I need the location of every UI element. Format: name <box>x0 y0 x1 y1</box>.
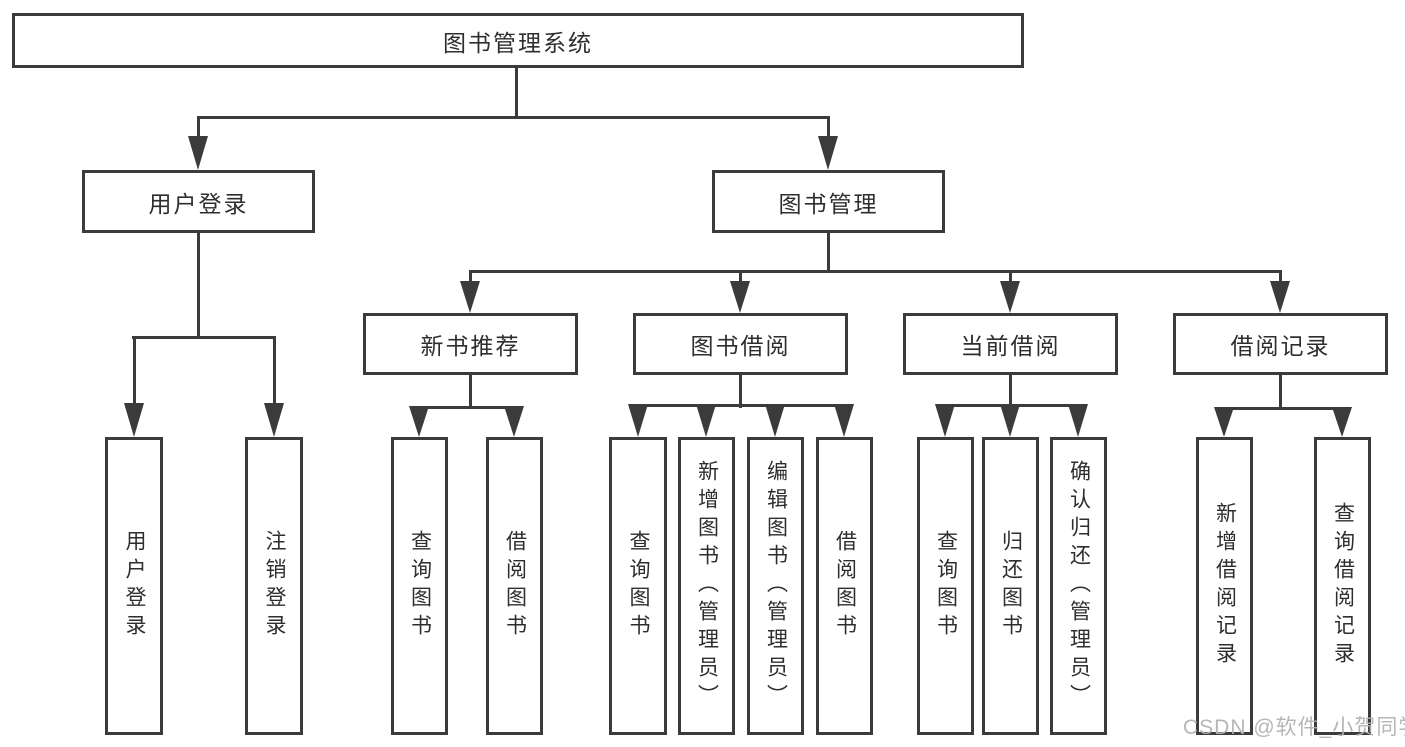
arrow-down-icon <box>504 406 524 437</box>
node-book-borrow: 图书借阅 <box>633 313 848 375</box>
connector-vline <box>1279 375 1282 410</box>
arrow-down-icon <box>188 136 208 170</box>
node-library-system: 图书管理系统 <box>12 13 1024 68</box>
connector-hline <box>636 404 846 407</box>
leaf-user-login: 用户登录 <box>105 437 163 735</box>
arrow-down-icon <box>264 403 284 437</box>
arrow-down-icon <box>1332 407 1352 437</box>
arrow-down-icon <box>1000 281 1020 313</box>
arrow-down-icon <box>935 404 955 437</box>
connector-vline <box>739 375 742 408</box>
leaf-return-books: 归还图书 <box>982 437 1039 735</box>
leaf-query-books-3: 查询图书 <box>917 437 974 735</box>
connector-hline <box>197 116 830 119</box>
arrow-down-icon <box>1214 407 1234 437</box>
connector-hline <box>469 270 1282 273</box>
connector-vline <box>827 116 830 138</box>
arrow-down-icon <box>818 136 838 170</box>
leaf-add-books-admin: 新增图书（管理员） <box>678 437 735 735</box>
arrow-down-icon <box>834 404 854 437</box>
arrow-down-icon <box>409 406 429 437</box>
connector-vline <box>469 375 472 409</box>
connector-vline <box>469 270 472 284</box>
node-book-management: 图书管理 <box>712 170 945 233</box>
leaf-logout: 注销登录 <box>245 437 303 735</box>
node-new-book-recommend: 新书推荐 <box>363 313 578 375</box>
node-user-login: 用户登录 <box>82 170 315 233</box>
watermark-text: CSDN @软件_小贺同学 <box>1183 716 1405 739</box>
connector-hline <box>418 406 516 409</box>
arrow-down-icon <box>460 281 480 313</box>
connector-vline <box>515 68 518 118</box>
arrow-down-icon <box>696 404 716 437</box>
connector-vline <box>827 233 830 273</box>
arrow-down-icon <box>765 404 785 437</box>
connector-vline <box>197 116 200 138</box>
arrow-down-icon <box>124 403 144 437</box>
connector-vline <box>133 336 136 405</box>
connector-vline <box>1279 270 1282 284</box>
leaf-borrow-books-2: 借阅图书 <box>816 437 873 735</box>
arrow-down-icon <box>730 281 750 313</box>
leaf-query-books-2: 查询图书 <box>609 437 667 735</box>
arrow-down-icon <box>628 404 648 437</box>
connector-vline <box>1009 375 1012 408</box>
connector-hline <box>1223 407 1344 410</box>
leaf-add-borrow-record: 新增借阅记录 <box>1196 437 1253 735</box>
arrow-down-icon <box>1068 404 1088 437</box>
arrow-down-icon <box>1000 404 1020 437</box>
connector-vline <box>197 233 200 339</box>
connector-hline <box>132 336 275 339</box>
connector-vline <box>739 270 742 284</box>
connector-vline <box>273 336 276 405</box>
leaf-borrow-books-1: 借阅图书 <box>486 437 543 735</box>
leaf-query-books-1: 查询图书 <box>391 437 448 735</box>
leaf-edit-books-admin: 编辑图书（管理员） <box>747 437 804 735</box>
arrow-down-icon <box>1270 281 1290 313</box>
leaf-query-borrow-record: 查询借阅记录 <box>1314 437 1371 735</box>
leaf-confirm-return-admin: 确认归还（管理员） <box>1050 437 1107 735</box>
connector-vline <box>1009 270 1012 284</box>
node-borrow-records: 借阅记录 <box>1173 313 1388 375</box>
node-current-borrow: 当前借阅 <box>903 313 1118 375</box>
